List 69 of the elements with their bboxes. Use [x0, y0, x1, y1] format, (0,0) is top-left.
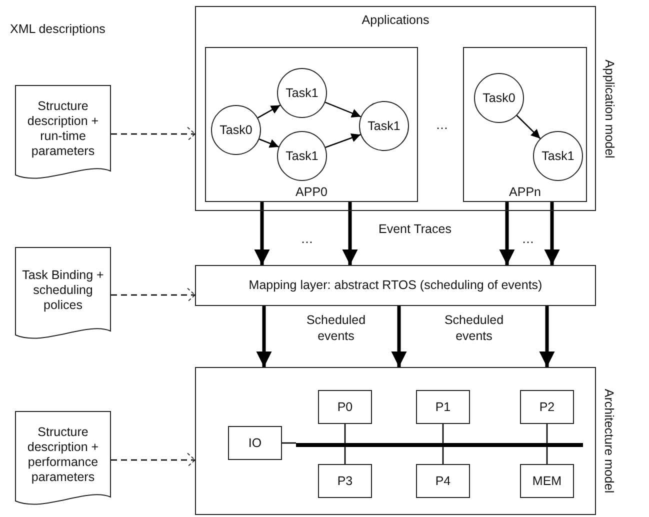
process-box: [318, 390, 372, 424]
arrow: [257, 104, 281, 118]
text-label: Scheduled events: [443, 313, 505, 344]
task-circle: [474, 73, 524, 123]
text-label: XML descriptions: [10, 22, 106, 38]
node-label: Task Binding + scheduling polices: [21, 268, 105, 312]
bus-connector: [344, 424, 346, 443]
hollow-arrow: [111, 452, 196, 468]
hollow-arrow: [111, 126, 196, 142]
task-circle: [277, 68, 327, 118]
arrow: [256, 306, 272, 367]
text-label: Scheduled events: [305, 313, 367, 344]
task-circle: [533, 131, 583, 181]
arrow: [254, 202, 270, 265]
bus-connector: [282, 442, 296, 444]
node-label: Task1: [368, 118, 400, 134]
task-circle: [359, 101, 409, 151]
text-label: …: [520, 232, 536, 248]
application-box: [205, 47, 418, 202]
arrow: [544, 202, 560, 265]
task-circle: [277, 131, 327, 181]
node-label: P2: [539, 400, 555, 414]
node-label: P0: [337, 400, 353, 414]
arrow: [342, 202, 358, 265]
bus-connector: [442, 424, 444, 443]
process-box: [520, 464, 574, 498]
node-label: MEM: [532, 474, 562, 488]
arrow: [499, 202, 515, 265]
process-box: [416, 464, 470, 498]
process-box: [195, 265, 596, 306]
node-label: Task1: [286, 86, 318, 100]
arrow: [539, 306, 555, 367]
text-label: Event Traces: [378, 222, 452, 238]
text-label: …: [300, 232, 314, 248]
node-label: Task0: [220, 122, 252, 138]
text-label: …: [434, 118, 450, 134]
bus-connector: [442, 447, 444, 464]
bus-connector: [546, 447, 548, 464]
node-label: APPn: [509, 185, 541, 200]
model-frame: [195, 367, 596, 515]
node-label: APP0: [296, 185, 328, 200]
arrow: [324, 102, 362, 118]
model-frame: [195, 6, 596, 211]
arrow: [391, 306, 407, 367]
bus-connector: [344, 447, 346, 464]
node-label: Applications: [362, 13, 430, 28]
process-box: [318, 464, 372, 498]
process-box: [228, 426, 282, 460]
node-label: P4: [435, 474, 451, 488]
task-circle: [211, 105, 261, 155]
node-label: IO: [248, 436, 262, 450]
node-label: P1: [435, 400, 451, 414]
arrow: [325, 133, 361, 148]
node-label: Structure description + performance parameters: [26, 425, 100, 485]
process-box: [520, 390, 574, 424]
node-label: Structure description + run-time parameters: [26, 99, 100, 159]
node-label: P3: [337, 474, 353, 488]
side-label: Application model: [602, 59, 616, 158]
arrow: [516, 115, 541, 139]
node-label: Task1: [286, 148, 318, 164]
process-box: [416, 390, 470, 424]
bus-connector: [546, 424, 548, 443]
arrow: [259, 138, 279, 148]
node-label: Task1: [542, 148, 574, 164]
node-label: Task0: [482, 90, 516, 106]
hollow-arrow: [111, 288, 196, 302]
application-box: [463, 47, 587, 202]
node-label: Mapping layer: abstract RTOS (scheduling of events): [248, 278, 542, 293]
side-label: Architecture model: [602, 388, 616, 494]
